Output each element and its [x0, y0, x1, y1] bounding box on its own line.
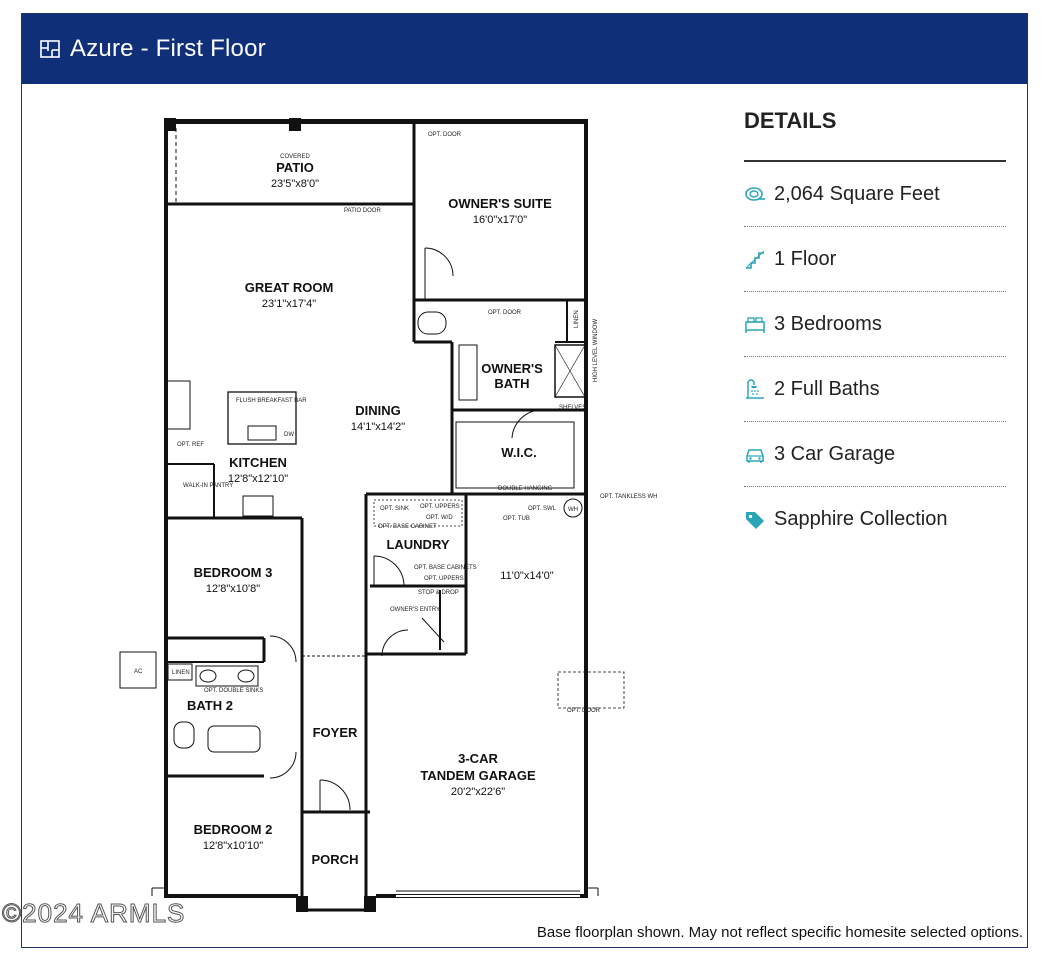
ac-note: AC	[134, 669, 143, 675]
stairs-icon	[745, 250, 765, 269]
garage-dim: 20'2"x22'6"	[451, 786, 505, 798]
bedroom3-dim: 12'8"x10'8"	[206, 583, 260, 595]
area-icon	[745, 187, 765, 201]
owners-bath-label-1: OWNER'S	[481, 361, 543, 376]
detail-garage-text: 3 Car Garage	[774, 442, 896, 465]
porch-label: PORCH	[312, 852, 359, 867]
bedroom2-label: BEDROOM 2	[194, 822, 273, 837]
plan-walls	[119, 118, 625, 912]
details-heading: DETAILS	[744, 108, 837, 133]
detail-collection-text: Sapphire Collection	[774, 508, 948, 530]
detail-baths: 2 Full Baths	[744, 357, 1006, 422]
detail-square-feet: 2,064 Square Feet	[744, 162, 1006, 227]
opt-double-sinks-note: OPT. DOUBLE SINKS	[204, 688, 263, 694]
patio-dim: 23'5"x8'0"	[271, 178, 319, 190]
disclaimer-text: Base floorplan shown. May not reflect sp…	[536, 924, 1023, 941]
detail-floors-text: 1 Floor	[774, 247, 837, 270]
patio-door-note: PATIO DOOR	[344, 208, 381, 214]
dining-dim: 14'1"x14'2"	[351, 421, 405, 433]
patio-label: PATIO	[276, 160, 314, 175]
high-level-window-note: HIGH LEVEL WINDOW	[593, 319, 599, 382]
details-divider	[744, 160, 1006, 162]
wh-note: WH	[568, 507, 578, 513]
tandem-bay-dim: 11'0"x14'0"	[500, 570, 553, 582]
detail-floors: 1 Floor	[744, 227, 1006, 292]
foyer-label: FOYER	[313, 725, 358, 740]
owners-suite-dim: 16'0"x17'0"	[473, 214, 527, 226]
opt-ref-note: OPT. REF	[177, 442, 204, 448]
detail-bedrooms-text: 3 Bedrooms	[774, 312, 882, 335]
shelves-note: SHELVES	[559, 405, 586, 411]
linen-bath2-note: LINEN	[172, 670, 190, 676]
breakfast-bar-note: FLUSH BREAKFAST BAR	[236, 398, 307, 404]
bedroom3-label: BEDROOM 3	[194, 565, 273, 580]
shower-icon	[746, 379, 764, 399]
opt-door-suite-note: OPT. DOOR	[428, 132, 462, 138]
owners-entry-note: OWNER'S ENTRY	[390, 607, 440, 613]
listing-frame: Azure - First Floor	[21, 13, 1028, 948]
opt-door-garage-note: OPT. DOOR	[567, 708, 601, 714]
opt-base-cabinets-note: OPT. BASE CABINETS	[414, 565, 477, 571]
stop-drop-note: STOP & DROP	[418, 590, 459, 596]
laundry-label: LAUNDRY	[386, 537, 449, 552]
double-hanging-note: DOUBLE HANGING	[498, 486, 553, 492]
detail-garage: 3 Car Garage	[744, 422, 1006, 487]
bedroom2-dim: 12'8"x10'10"	[203, 840, 263, 852]
detail-baths-text: 2 Full Baths	[774, 377, 880, 400]
wic-label: W.I.C.	[501, 445, 536, 460]
linen-owner-note: LINEN	[574, 310, 580, 328]
opt-uppers-top-note: OPT. UPPERS	[420, 504, 460, 510]
watermark: ©2024 ARMLS	[1, 898, 186, 929]
car-icon	[746, 449, 764, 463]
kitchen-label: KITCHEN	[229, 455, 287, 470]
opt-tankless-note: OPT. TANKLESS WH	[600, 494, 657, 500]
opt-swl-note: OPT. SWL	[528, 506, 557, 512]
header-bar: Azure - First Floor	[22, 14, 1027, 84]
opt-uppers-bottom-note: OPT. UPPERS	[424, 576, 464, 582]
owners-suite-label: OWNER'S SUITE	[448, 196, 552, 211]
opt-sink-note: OPT. SINK	[380, 506, 409, 512]
walk-in-pantry-note: WALK-IN PANTRY	[183, 483, 233, 489]
great-room-label: GREAT ROOM	[245, 280, 334, 295]
detail-square-feet-text: 2,064 Square Feet	[774, 182, 940, 205]
bed-icon	[745, 317, 765, 333]
details-panel: DETAILS 2,064 Square Feet 1 Floor 3 Bedr…	[744, 108, 1006, 552]
tag-icon	[746, 511, 764, 529]
opt-base-cabinet-note: OPT. BASE CABINET	[378, 524, 437, 530]
opt-tub-note: OPT. TUB	[503, 516, 530, 522]
dw-note: DW	[284, 432, 294, 438]
opt-wd-note: OPT. W/D	[426, 515, 453, 521]
kitchen-dim: 12'8"x12'10"	[228, 473, 288, 485]
bath2-label: BATH 2	[187, 698, 233, 713]
detail-bedrooms: 3 Bedrooms	[744, 292, 1006, 357]
dining-label: DINING	[355, 403, 401, 418]
detail-collection: Sapphire Collection	[744, 487, 1006, 552]
floorplan-icon	[40, 40, 60, 58]
great-room-dim: 23'1"x17'4"	[262, 298, 316, 310]
garage-label-1: 3-CAR	[458, 751, 498, 766]
page-title: Azure - First Floor	[70, 35, 266, 62]
garage-label-2: TANDEM GARAGE	[420, 768, 536, 783]
patio-note: COVERED	[280, 154, 310, 160]
owners-bath-label-2: BATH	[494, 376, 529, 391]
opt-door-bath-note: OPT. DOOR	[488, 310, 522, 316]
